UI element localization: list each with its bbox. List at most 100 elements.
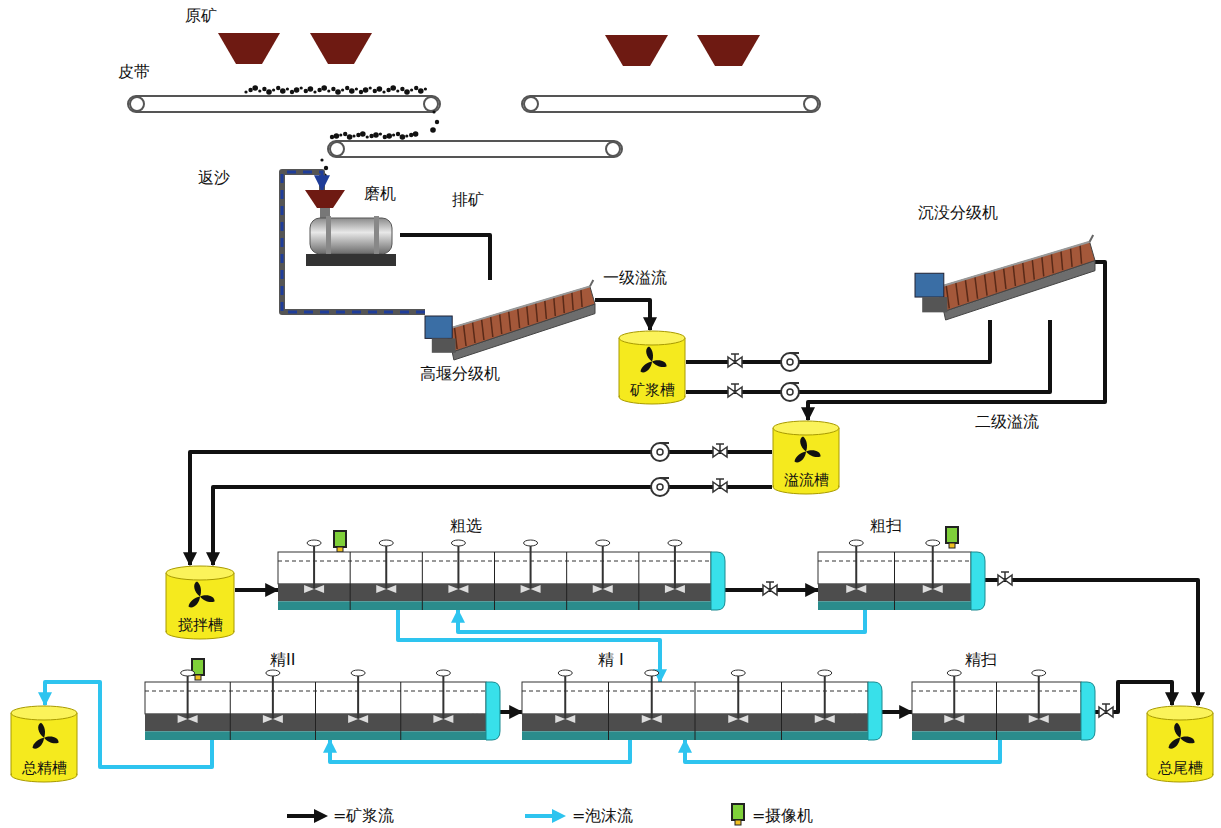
slurry-flow bbox=[882, 710, 912, 714]
ore-lump bbox=[359, 90, 363, 94]
classifier-node: 高堰分级机 bbox=[425, 280, 595, 360]
flow-connector-group bbox=[458, 610, 865, 632]
ore-lump bbox=[335, 89, 341, 95]
tank-node: 总尾槽 bbox=[1146, 705, 1214, 783]
flow-connector-group bbox=[400, 235, 490, 280]
ore-lump bbox=[373, 89, 377, 93]
ore-lump bbox=[396, 132, 400, 136]
ore-lump bbox=[343, 132, 347, 136]
plant-label: 皮带 bbox=[118, 62, 150, 81]
equipment-label: 搅拌槽 bbox=[178, 616, 223, 634]
equipment-shape bbox=[278, 552, 725, 610]
slurry-flow bbox=[400, 235, 490, 280]
ore-lump bbox=[386, 88, 390, 92]
ore-lump bbox=[334, 133, 340, 139]
ore-lump bbox=[413, 131, 419, 137]
flotation-bank: 精扫 bbox=[912, 682, 1095, 740]
ore-lump bbox=[262, 87, 266, 91]
ore-lump bbox=[377, 86, 383, 92]
ore-lump bbox=[424, 87, 427, 90]
classifier-node: 沉没分级机 bbox=[915, 235, 1095, 320]
ore-lump bbox=[327, 89, 330, 92]
slurry-flow bbox=[686, 320, 990, 362]
ore-lump bbox=[324, 166, 328, 170]
ore-lump bbox=[248, 88, 252, 92]
ore-lump bbox=[396, 89, 399, 92]
ore-lump bbox=[363, 87, 369, 93]
ore-lump bbox=[304, 89, 308, 93]
equipment-shape bbox=[522, 682, 882, 740]
ore-lump bbox=[331, 87, 335, 91]
ore-lump bbox=[272, 88, 275, 91]
flow-connector-group bbox=[235, 590, 278, 591]
froth-flow bbox=[685, 740, 1000, 762]
ore-lump bbox=[266, 89, 272, 95]
equipment-label: 精扫 bbox=[965, 650, 997, 669]
equipment-label: 总精槽 bbox=[22, 759, 67, 777]
ore-lump bbox=[400, 134, 406, 140]
equipment-shape bbox=[145, 682, 500, 740]
flow-label: 排矿 bbox=[452, 190, 484, 209]
ore-lump bbox=[404, 89, 410, 95]
ore-lump bbox=[390, 85, 396, 91]
ore-lump bbox=[409, 133, 413, 137]
flow-label: 返沙 bbox=[198, 168, 230, 187]
ore-lump bbox=[386, 133, 392, 139]
flow-connector-group bbox=[282, 172, 425, 312]
ore-lump bbox=[280, 88, 286, 94]
flow-connector-group bbox=[595, 300, 650, 330]
legend-sample bbox=[287, 804, 744, 825]
equipment-shape bbox=[912, 682, 1095, 740]
ore-lump bbox=[276, 86, 280, 90]
slurry-flow bbox=[808, 262, 1105, 420]
flow-connector-group bbox=[685, 740, 1000, 762]
sand-return-dash bbox=[282, 172, 425, 312]
ore-lump bbox=[369, 86, 372, 89]
equipment-label: 矿浆槽 bbox=[630, 381, 675, 399]
ore-lump bbox=[317, 88, 321, 92]
ore-lump bbox=[382, 90, 385, 93]
equipment-label: 粗扫 bbox=[870, 516, 902, 535]
slurry-flow bbox=[235, 588, 278, 592]
conveyor-belt bbox=[128, 96, 820, 157]
flotation-bank: 精 I bbox=[522, 682, 882, 740]
flow-connector-group bbox=[190, 452, 772, 565]
ore-lump bbox=[339, 133, 342, 136]
legend-text: =泡沫流 bbox=[572, 806, 633, 825]
ore-lump bbox=[313, 90, 316, 93]
equipment-label: 溢流槽 bbox=[784, 471, 829, 489]
tank-node: 总精槽 bbox=[10, 705, 78, 783]
ore-lump bbox=[252, 85, 258, 91]
flotation-bank: 粗选 bbox=[278, 552, 725, 610]
ore-lump bbox=[347, 134, 353, 140]
froth-flow bbox=[458, 610, 865, 632]
ore-lump bbox=[432, 110, 435, 113]
ore-lump bbox=[392, 133, 395, 136]
ore-lump bbox=[435, 120, 439, 124]
slurry-flow bbox=[500, 710, 522, 714]
ore-hopper bbox=[218, 33, 760, 66]
slurry-flow bbox=[686, 320, 1050, 392]
ore-lump bbox=[320, 158, 323, 161]
flow-label: 二级溢流 bbox=[975, 412, 1039, 431]
flow-connector-group bbox=[500, 712, 522, 713]
equipment-label: 总尾槽 bbox=[1158, 759, 1203, 777]
plant-label: 原矿 bbox=[185, 6, 217, 25]
equipment-shape bbox=[425, 280, 595, 360]
ore-lumps bbox=[244, 85, 439, 179]
ore-lump bbox=[286, 87, 289, 90]
equipment-label: 精 I bbox=[598, 650, 624, 669]
ore-lump bbox=[341, 88, 344, 91]
ore-lump bbox=[345, 86, 349, 90]
flow-connector-group bbox=[686, 320, 1050, 392]
tank-node: 溢流槽 bbox=[772, 420, 840, 495]
ore-lump bbox=[352, 134, 355, 137]
valve-symbol bbox=[468, 354, 1113, 717]
ore-lump bbox=[244, 90, 247, 93]
equipment-label: 磨机 bbox=[364, 184, 396, 203]
ore-lump bbox=[400, 87, 404, 91]
ore-lump bbox=[330, 135, 334, 139]
slurry-flow bbox=[190, 452, 772, 565]
flow-connector-group bbox=[686, 320, 990, 362]
ore-lump bbox=[418, 88, 424, 94]
